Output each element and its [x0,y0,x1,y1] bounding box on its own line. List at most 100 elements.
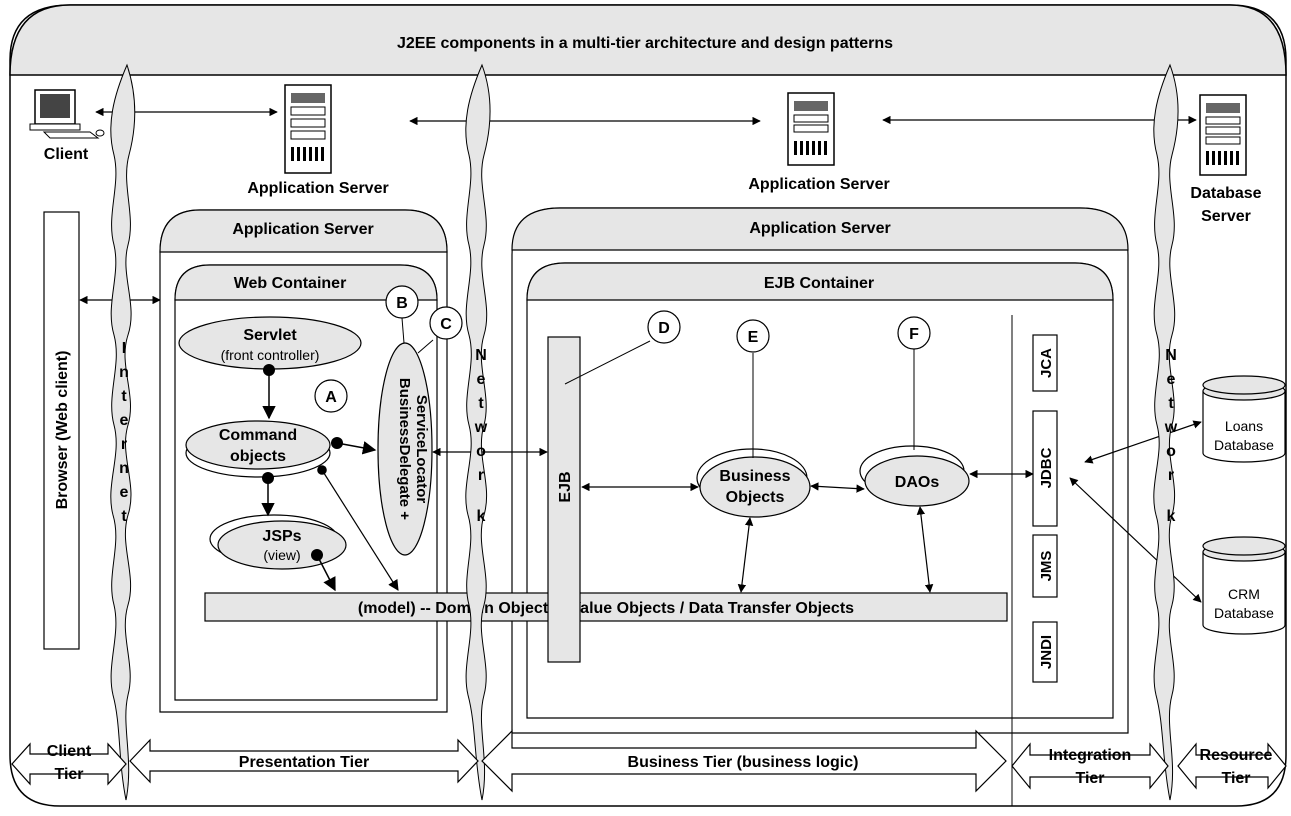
network-1-label-2: t [478,395,484,412]
diagram-title: J2EE components in a multi-tier architec… [397,35,893,52]
app-server-2-label: Application Server [748,176,889,193]
ejb-container-label: EJB Container [764,275,874,292]
network-1-label-6: k [477,508,486,525]
callout-c [429,306,463,340]
client-tier-label-1: Client [47,743,92,760]
business-tier-label: Business Tier (business logic) [628,754,859,771]
jdbc-loans-arrow [1084,420,1202,464]
network-1-label-3: w [474,419,488,436]
loans-database-label-1: Loans [1225,418,1263,434]
business-tier-arrow [481,729,1007,793]
business-objects-label-1: Business [719,468,790,485]
internet-label-4: r [121,436,127,453]
daos-node [864,455,970,507]
client-computer-icon [29,89,105,139]
business-objects-label-2: Objects [726,489,785,506]
crm-database [1202,536,1286,635]
integration-tier-arrow [1011,742,1169,790]
resource-tier-label-1: Resource [1200,747,1273,764]
client-label: Client [44,146,89,163]
callout-e [736,319,770,353]
jndi-box [1032,621,1058,683]
callout-d [647,310,681,344]
model-bar-label: (model) -- Domain Objects / Value Object… [358,600,854,617]
command-objects-node [185,420,331,470]
internet-label-5: n [119,460,129,477]
ejb-bar [547,336,581,663]
jsps-model-arrow [311,549,336,592]
jdbc-label: JDBC [1038,447,1055,488]
ejb-label: EJB [557,471,574,502]
network-2-label-1: e [1167,371,1176,388]
network-2-label-0: N [1165,347,1177,364]
network-pipe-2 [1153,63,1179,801]
jdbc-box [1032,410,1058,527]
network-1-label-1: e [477,371,486,388]
browser-label: Browser (Web client) [54,351,71,510]
callout-b-label: B [396,295,408,312]
jms-box [1032,534,1058,598]
network-2-label-2: t [1168,395,1174,412]
callout-a [314,379,348,413]
resource-tier-label-2: Tier [1221,770,1250,787]
internet-label-7: t [121,508,127,525]
callout-b-leader [401,317,405,344]
callout-c-leader [417,339,434,354]
command-objects-label-2: objects [230,448,286,465]
jsps-sublabel: (view) [263,547,300,563]
db-server-label-line2: Server [1201,208,1251,225]
network-2-label-3: w [1164,419,1178,436]
db-server-label-line1: Database [1190,185,1261,202]
internet-label-0: I [122,340,126,357]
server-tower-icon [284,84,332,174]
jca-label: JCA [1038,348,1055,378]
business-delegate-label-2: ServiceLocator [413,395,430,504]
client-tier-arrow [11,742,127,786]
jca-box [1032,334,1058,392]
app-server-1-label: Application Server [247,180,388,197]
business-app-server-label: Application Server [749,220,890,237]
callout-c-label: C [440,316,452,333]
callout-f-label: F [909,326,919,343]
callout-a-label: A [325,389,337,406]
crm-database-label-2: Database [1214,605,1274,621]
network-1-label-5: r [478,467,484,484]
network-1-label-0: N [475,347,487,364]
network-2-label-6: k [1167,508,1176,525]
jsps-label: JSPs [262,528,301,545]
resource-tier-arrow [1177,742,1287,790]
presentation-app-server-label: Application Server [232,221,373,238]
browser-box [43,211,80,650]
integration-tier-label-1: Integration [1049,747,1132,764]
jms-label: JMS [1038,551,1055,582]
daos-label: DAOs [895,474,940,491]
network-2-label-5: r [1168,467,1174,484]
callout-f [897,316,931,350]
crm-database-label-1: CRM [1228,586,1260,602]
command-delegate-arrow [331,437,377,455]
internet-label-1: n [119,364,129,381]
model-bar [204,592,1008,622]
network-2-label-4: o [1166,443,1176,460]
dao-model-arrow [916,506,934,593]
internet-pipe [110,63,136,801]
callout-e-label: E [748,329,759,346]
business-delegate-label-1: BusinessDelegate + [396,378,413,520]
network-1-label-4: o [476,443,486,460]
web-container-label: Web Container [234,275,347,292]
server-tower-icon [787,92,835,166]
loans-database [1202,375,1286,463]
servlet-label: Servlet [243,327,297,344]
presentation-tier-arrow [129,738,479,784]
server-tower-icon [1199,94,1247,176]
callout-d-leader [564,340,651,385]
command-model-arrow [317,465,399,591]
jdbc-crm-arrow [1069,477,1202,603]
integration-tier-label-2: Tier [1075,770,1104,787]
bo-model-arrow [737,517,754,593]
command-objects-label-1: Command [219,427,297,444]
title-band [9,4,1287,76]
internet-label-6: e [120,484,129,501]
ejb-container-box [526,262,1114,719]
